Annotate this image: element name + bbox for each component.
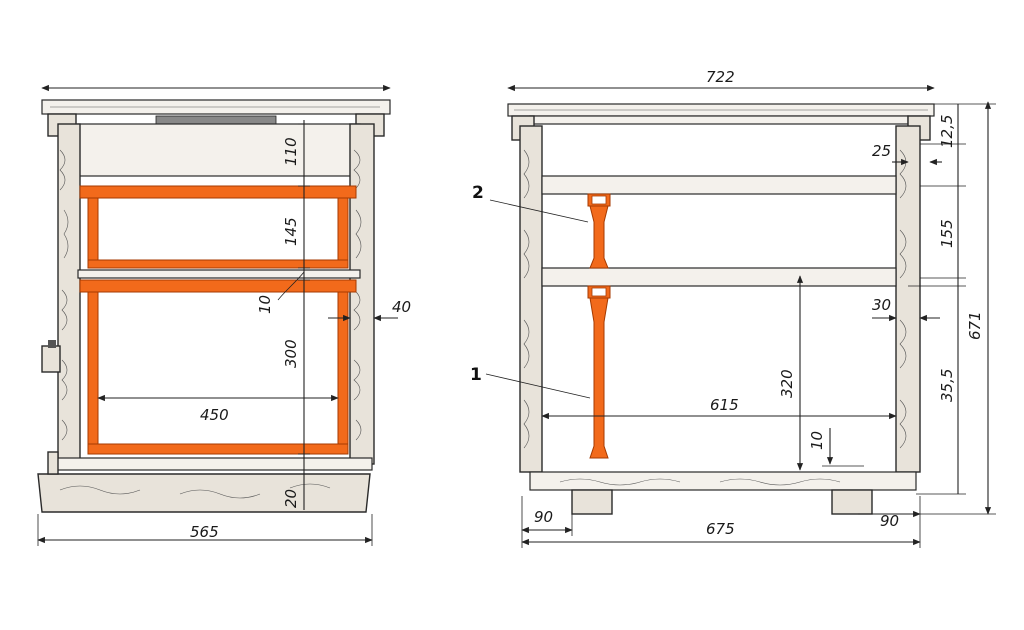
dim-320: 320 bbox=[778, 369, 796, 398]
side-view: 722 12,5 25 155 35,5 30 671 320 615 10 9… bbox=[470, 68, 996, 548]
front-left-wall bbox=[57, 123, 81, 465]
dim-40: 40 bbox=[392, 298, 411, 316]
callout-1: 1 bbox=[470, 365, 482, 385]
dim-12-5: 12,5 bbox=[938, 115, 956, 148]
side-lower-frame-bar bbox=[589, 297, 609, 459]
side-leg-right bbox=[831, 489, 873, 515]
dim-90-left: 90 bbox=[534, 508, 553, 526]
callout-2: 2 bbox=[472, 183, 484, 203]
dim-90-right: 90 bbox=[880, 512, 899, 530]
dim-671: 671 bbox=[966, 311, 984, 340]
dim-615: 615 bbox=[710, 396, 739, 414]
front-right-wall bbox=[349, 123, 375, 465]
dim-30: 30 bbox=[872, 296, 891, 314]
side-leg-left bbox=[571, 489, 613, 515]
dim-675: 675 bbox=[706, 520, 735, 538]
dim-145: 145 bbox=[282, 217, 300, 246]
side-right-wall bbox=[895, 125, 921, 473]
lower-frame-top-bar bbox=[79, 279, 357, 293]
side-upper-frame-bar bbox=[589, 205, 609, 269]
dim-35-5: 35,5 bbox=[938, 369, 956, 402]
dim-10-side: 10 bbox=[808, 431, 826, 450]
dim-722: 722 bbox=[706, 68, 735, 86]
front-base bbox=[37, 473, 371, 513]
upper-frame-top-bar bbox=[79, 185, 357, 199]
front-view: 565 110 145 10 300 40 450 20 bbox=[37, 84, 411, 546]
dim-565: 565 bbox=[190, 523, 219, 541]
dim-300: 300 bbox=[282, 339, 300, 368]
dim-450: 450 bbox=[200, 406, 229, 424]
dim-110: 110 bbox=[282, 137, 300, 166]
side-left-wall bbox=[519, 125, 543, 473]
dim-20: 20 bbox=[282, 489, 300, 508]
dim-10: 10 bbox=[256, 295, 274, 314]
dim-155: 155 bbox=[938, 219, 956, 248]
dim-25: 25 bbox=[872, 142, 891, 160]
